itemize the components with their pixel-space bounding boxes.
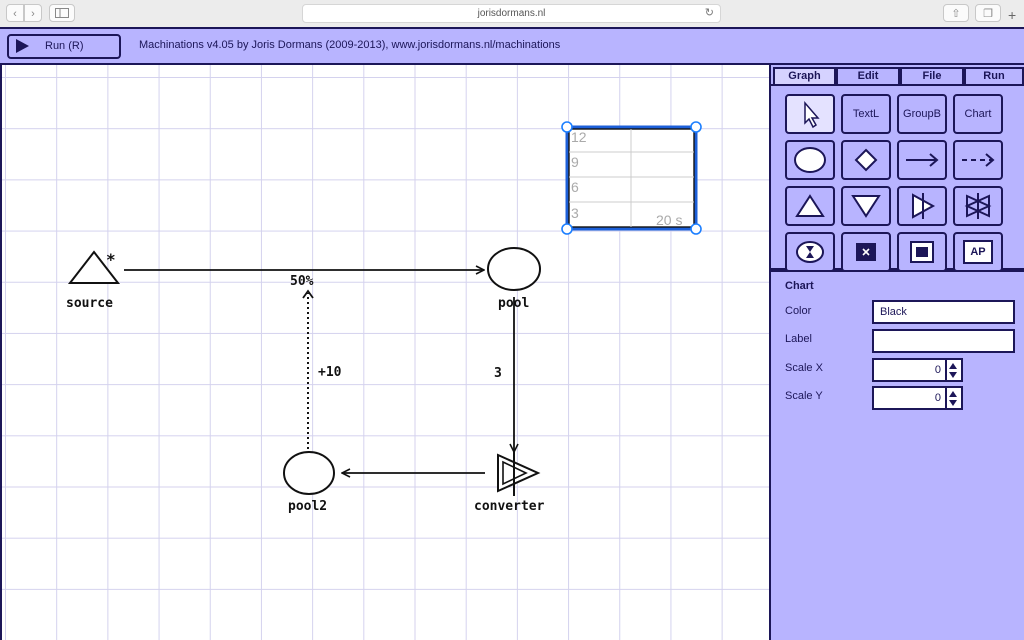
drain-tool[interactable] <box>841 186 891 226</box>
scale-y-value[interactable]: 0 <box>872 386 947 410</box>
color-field[interactable]: Black <box>872 300 1015 324</box>
end-condition-tool[interactable] <box>841 232 891 272</box>
address-bar[interactable]: jorisdormans.nl ↻ <box>302 4 721 23</box>
flow-rate-label: 50% <box>290 274 314 289</box>
converter-tool[interactable] <box>897 186 947 226</box>
artificial-player-icon <box>963 240 993 264</box>
pool-node[interactable] <box>487 247 541 291</box>
tool-palette: TextL GroupB Chart <box>771 84 1024 272</box>
chevron-left-icon[interactable]: ‹ <box>6 4 24 22</box>
app-toolbar: Run (R) Machinations v4.05 by Joris Dorm… <box>0 27 1024 65</box>
scale-y-stepper[interactable]: 0 <box>872 386 963 410</box>
pointer-icon <box>804 100 820 129</box>
color-label: Color <box>785 305 812 317</box>
source-label: source <box>66 296 113 311</box>
scale-x-value[interactable]: 0 <box>872 358 947 382</box>
triangle-down-icon <box>851 195 881 218</box>
stepper-up-icon[interactable] <box>949 363 957 369</box>
side-panel: Graph Edit File Run TextL GroupB Chart <box>769 65 1024 640</box>
url-text: jorisdormans.nl <box>477 8 546 19</box>
trader-icon <box>964 193 992 219</box>
converter-node[interactable] <box>497 450 541 496</box>
artificial-player-tool[interactable]: AP <box>953 232 1003 272</box>
reload-icon[interactable]: ↻ <box>704 7 714 19</box>
scale-y-arrows <box>947 386 963 410</box>
group-box-tool[interactable]: GroupB <box>897 94 947 134</box>
tab-graph[interactable]: Graph <box>773 67 836 84</box>
resize-handle[interactable] <box>561 223 573 235</box>
end-condition-icon <box>856 243 876 261</box>
pool2-label: pool2 <box>288 499 327 514</box>
source-tool[interactable] <box>785 186 835 226</box>
chevron-right-icon[interactable]: › <box>24 4 42 22</box>
triangle-up-icon <box>795 194 825 217</box>
gate-tool[interactable] <box>841 140 891 180</box>
converter-icon <box>912 193 936 219</box>
state-connection-arrowhead <box>302 289 314 299</box>
stepper-down-icon[interactable] <box>949 400 957 406</box>
diagram-layer: 50% 3 +10 * source pool pool2 converter … <box>66 121 702 514</box>
pool-label: pool <box>498 296 529 311</box>
scale-x-arrows <box>947 358 963 382</box>
state-modifier-label: +10 <box>318 365 342 380</box>
resize-handle[interactable] <box>690 223 702 235</box>
new-tab-button[interactable]: + <box>1008 7 1017 23</box>
trader-tool[interactable] <box>953 186 1003 226</box>
chart-tool[interactable]: Chart <box>953 94 1003 134</box>
state-connection-tool[interactable] <box>953 140 1003 180</box>
chart-widget[interactable] <box>565 125 698 231</box>
chart-tick-label: 12 <box>571 129 587 145</box>
pool2-node[interactable] <box>283 451 335 495</box>
diamond-icon <box>854 148 878 172</box>
text-label-tool[interactable]: TextL <box>841 94 891 134</box>
select-tool[interactable] <box>785 94 835 134</box>
register-icon <box>910 241 934 263</box>
label-field[interactable] <box>872 329 1015 353</box>
delay-tool[interactable] <box>785 232 835 272</box>
arrow-right-icon <box>906 153 939 167</box>
converter-label: converter <box>474 499 545 514</box>
stepper-up-icon[interactable] <box>949 391 957 397</box>
run-button-label: Run (R) <box>45 40 84 52</box>
panel-divider <box>771 270 1024 272</box>
flow-amount-label: 3 <box>494 366 502 381</box>
tab-edit[interactable]: Edit <box>836 67 900 84</box>
dashed-arrow-icon <box>962 153 995 167</box>
scale-y-label: Scale Y <box>785 390 823 402</box>
tab-run[interactable]: Run <box>964 67 1024 84</box>
properties-title: Chart <box>785 280 814 292</box>
run-button[interactable]: Run (R) <box>7 34 121 59</box>
browser-toolbar: ‹ › jorisdormans.nl ↻ ⇧ ❐ + <box>0 0 1024 28</box>
chart-time-label: 20 s <box>656 212 682 228</box>
app-title: Machinations v4.05 by Joris Dormans (200… <box>139 39 561 51</box>
hourglass-icon <box>796 241 824 263</box>
play-icon <box>16 39 29 53</box>
share-icon[interactable]: ⇧ <box>943 4 969 22</box>
resize-handle[interactable] <box>561 121 573 133</box>
pool-icon <box>794 147 826 173</box>
tab-file[interactable]: File <box>900 67 964 84</box>
chart-tick-label: 6 <box>571 179 579 195</box>
stepper-down-icon[interactable] <box>949 372 957 378</box>
tabs-icon[interactable]: ❐ <box>975 4 1001 22</box>
scale-x-label: Scale X <box>785 362 823 374</box>
source-node[interactable] <box>67 250 121 284</box>
pool-tool[interactable] <box>785 140 835 180</box>
scale-x-stepper[interactable]: 0 <box>872 358 963 382</box>
resource-connection-tool[interactable] <box>897 140 947 180</box>
chart-tick-label: 3 <box>571 205 579 221</box>
label-label: Label <box>785 333 812 345</box>
automatic-marker: * <box>106 250 116 269</box>
resize-handle[interactable] <box>690 121 702 133</box>
sidebar-icon[interactable] <box>49 4 75 22</box>
chart-tick-label: 9 <box>571 154 579 170</box>
register-tool[interactable] <box>897 232 947 272</box>
